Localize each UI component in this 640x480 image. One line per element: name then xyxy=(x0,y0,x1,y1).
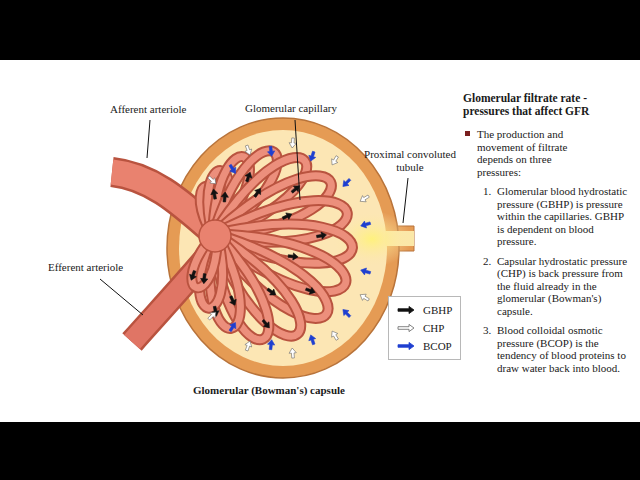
top-bar xyxy=(0,0,640,60)
legend-text: GBHP xyxy=(423,304,452,317)
legend-text: BCOP xyxy=(423,340,452,353)
number-wrap: 3. xyxy=(483,324,491,337)
chp-arrow xyxy=(289,138,296,148)
numbered-item: 1. Glomerular blood hydrostatic pressure … xyxy=(463,185,635,248)
legend-arrow xyxy=(395,304,417,316)
chp-arrow xyxy=(245,341,252,351)
gbhp-arrow xyxy=(305,287,315,294)
numbered-item: 3. Blood colloidal osmotic pressure (BCOP… xyxy=(463,324,635,374)
chp-arrow xyxy=(360,195,369,202)
label-wrap: Proximal convoluted tubule xyxy=(362,148,458,174)
gbhp-arrow xyxy=(190,270,197,280)
bcop-arrow xyxy=(361,268,371,275)
item-text: Capsular hydrostatic pressure (CHP) is b… xyxy=(497,255,629,318)
bottom-bar xyxy=(0,422,640,480)
bullet-row: The production and movement of filtrate … xyxy=(463,128,635,178)
legend-arrow xyxy=(395,322,417,334)
figure-caption: Glomerular (Bowman's) capsule xyxy=(193,384,393,397)
caption-wrap: Glomerular (Bowman's) capsule xyxy=(193,384,393,397)
bcop-arrow xyxy=(343,310,351,318)
number-wrap: 2. xyxy=(483,255,491,268)
capsular-space xyxy=(179,130,387,366)
legend-row: GBHP xyxy=(395,301,452,319)
capillary-hub xyxy=(199,220,231,252)
part-label: Proximal convoluted tubule xyxy=(362,148,458,174)
legend-row: CHP xyxy=(395,319,452,337)
leader-line xyxy=(403,178,408,223)
chp-arrow xyxy=(245,145,252,155)
leader-line xyxy=(100,279,143,315)
part-label: Glomerular capillary xyxy=(245,102,365,115)
bullet-text: The production and movement of filtrate … xyxy=(477,128,589,178)
chp-arrow xyxy=(289,348,296,358)
part-label: Afferent arteriole xyxy=(110,103,220,116)
gbhp-arrow xyxy=(282,213,292,220)
gbhp-arrow xyxy=(316,232,326,239)
chp-arrow xyxy=(208,176,216,184)
legend-arrow-shape xyxy=(398,306,414,313)
numbered-item: 2. Capsular hydrostatic pressure (CHP) is… xyxy=(463,255,635,318)
gbhp-arrow xyxy=(254,188,261,197)
item-text: Glomerular blood hydrostatic pressure (G… xyxy=(497,185,629,248)
legend-arrow xyxy=(395,340,417,352)
legend-arrow-shape xyxy=(398,324,414,331)
part-label: Efferent arteriole xyxy=(48,261,148,274)
item-number: 3. xyxy=(483,324,491,337)
chp-arrow xyxy=(332,156,339,165)
bcop-arrow xyxy=(309,151,316,161)
legend-box: GBHP CHP BCOP xyxy=(388,296,461,360)
chp-arrow xyxy=(332,331,339,340)
bcop-arrow xyxy=(343,178,351,186)
chp-arrow xyxy=(360,294,369,301)
gbhp-arrow xyxy=(221,192,228,202)
leader-line xyxy=(295,120,300,200)
item-number: 2. xyxy=(483,255,491,268)
number-wrap: 1. xyxy=(483,185,491,198)
gbhp-arrow xyxy=(245,172,252,182)
text-panel: Glomerular filtrate rate - pressures tha… xyxy=(463,92,635,374)
gbhp-arrow xyxy=(288,253,298,260)
label-wrap: Glomerular capillary xyxy=(245,102,365,115)
leader-line xyxy=(147,120,150,158)
bullet-square xyxy=(465,131,470,136)
legend-arrow-shape xyxy=(398,342,414,349)
gbhp-arrow xyxy=(267,288,276,295)
item-text: Blood colloidal osmotic pressure (BCOP) … xyxy=(497,324,629,374)
bcop-arrow xyxy=(229,323,236,332)
gbhp-arrow xyxy=(211,189,218,199)
bcop-arrow xyxy=(361,221,371,228)
legend-text: CHP xyxy=(423,322,444,335)
gbhp-arrow xyxy=(201,274,208,284)
panel-title: Glomerular filtrate rate - pressures tha… xyxy=(463,92,635,118)
bcop-arrow xyxy=(268,146,275,156)
bcop-arrow xyxy=(229,164,236,173)
chp-arrow xyxy=(208,312,216,320)
item-number: 1. xyxy=(483,185,491,198)
label-wrap: Efferent arteriole xyxy=(48,261,148,274)
gbhp-arrow xyxy=(230,296,237,306)
label-wrap: Afferent arteriole xyxy=(110,103,220,116)
gbhp-arrow xyxy=(262,319,269,328)
bcop-arrow xyxy=(309,335,316,345)
legend-row: BCOP xyxy=(395,337,452,355)
gbhp-arrow xyxy=(291,186,300,194)
bcop-arrow xyxy=(268,340,275,350)
